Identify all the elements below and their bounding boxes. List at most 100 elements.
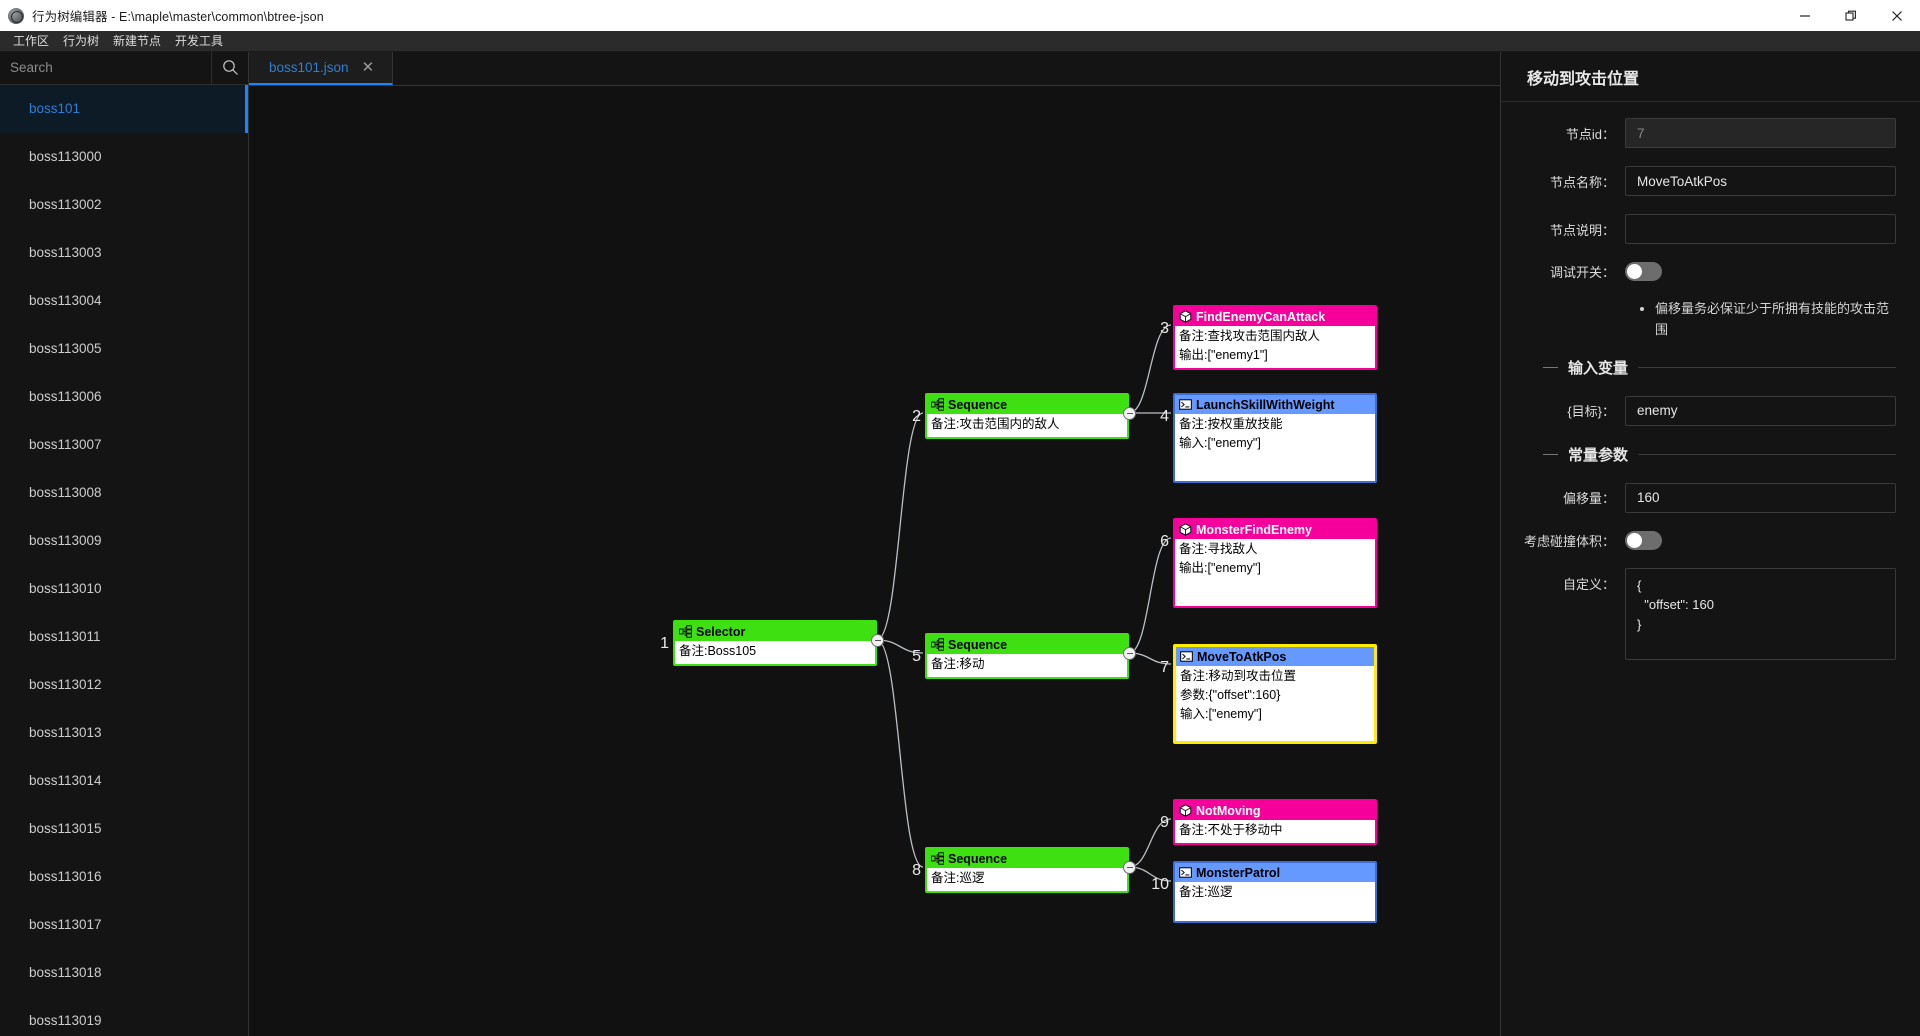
node-title: LaunchSkillWithWeight xyxy=(1196,397,1335,412)
sidebar-item-label: boss113017 xyxy=(29,917,102,933)
section-const-params: 常量参数 xyxy=(1507,444,1896,465)
minimize-icon[interactable] xyxy=(1782,0,1828,31)
tab-boss101-json[interactable]: boss101.json ✕ xyxy=(249,52,394,85)
sidebar-item-boss101[interactable]: boss101 xyxy=(0,84,248,133)
search-input[interactable] xyxy=(0,52,211,84)
node-index-label: 1 xyxy=(660,635,669,652)
node-collapse-port[interactable] xyxy=(1123,407,1136,420)
sidebar-item-label: boss113007 xyxy=(29,437,102,453)
tree-node-Sequence[interactable]: Sequence 备注:攻击范围内的敌人 xyxy=(925,393,1129,439)
offset-input[interactable] xyxy=(1625,482,1896,513)
field-offset: 偏移量： xyxy=(1507,482,1896,513)
node-title: FindEnemyCanAttack xyxy=(1196,309,1326,324)
sidebar-item-label: boss113014 xyxy=(29,773,102,789)
node-body: 备注:攻击范围内的敌人 xyxy=(927,414,1127,437)
search-icon[interactable] xyxy=(211,52,248,84)
sidebar-item-boss113012[interactable]: boss113012 xyxy=(0,661,248,709)
node-title: Sequence xyxy=(948,397,1008,412)
input-target-label: {目标}： xyxy=(1567,404,1615,420)
sidebar-item-boss113000[interactable]: boss113000 xyxy=(0,133,248,181)
custom-json-label: 自定义： xyxy=(1562,576,1615,592)
menu-item-workspace[interactable]: 工作区 xyxy=(13,34,50,48)
close-icon[interactable] xyxy=(1874,0,1920,31)
sidebar-item-boss113006[interactable]: boss113006 xyxy=(0,373,248,421)
node-header: NotMoving xyxy=(1175,801,1375,820)
node-index-label: 9 xyxy=(1160,814,1169,831)
debug-toggle[interactable] xyxy=(1625,262,1662,281)
tab-label: boss101.json xyxy=(269,60,349,75)
sidebar-item-boss113009[interactable]: boss113009 xyxy=(0,517,248,565)
sidebar-item-boss113005[interactable]: boss113005 xyxy=(0,325,248,373)
sidebar-item-boss113004[interactable]: boss113004 xyxy=(0,277,248,325)
node-index-label: 7 xyxy=(1160,659,1169,676)
sidebar-item-boss113010[interactable]: boss113010 xyxy=(0,565,248,613)
sidebar-item-boss113018[interactable]: boss113018 xyxy=(0,949,248,997)
sidebar-item-label: boss113004 xyxy=(29,293,102,309)
node-header: Selector xyxy=(675,622,875,641)
sidebar-item-boss113013[interactable]: boss113013 xyxy=(0,709,248,757)
collide-toggle[interactable] xyxy=(1625,530,1662,550)
condition-icon xyxy=(1179,804,1192,817)
collapse-dash-icon[interactable] xyxy=(1543,453,1558,455)
node-collapse-port[interactable] xyxy=(871,634,884,647)
sidebar-item-boss113011[interactable]: boss113011 xyxy=(0,613,248,661)
node-index-label: 2 xyxy=(912,408,921,425)
field-collide-toggle: 考虑碰撞体积： xyxy=(1507,530,1896,550)
offset-label: 偏移量： xyxy=(1562,491,1615,507)
menu-item-new-node[interactable]: 新建节点 xyxy=(113,34,162,48)
node-detail-line: 参数:{"offset":160} xyxy=(1180,688,1281,702)
sidebar-item-boss113017[interactable]: boss113017 xyxy=(0,901,248,949)
node-collapse-port[interactable] xyxy=(1123,647,1136,660)
composite-icon xyxy=(679,625,692,638)
node-name-input[interactable] xyxy=(1625,166,1896,196)
sidebar-item-label: boss113010 xyxy=(29,581,102,597)
tree-edge xyxy=(876,639,924,868)
tab-close-icon[interactable]: ✕ xyxy=(361,59,375,76)
sidebar-item-boss113002[interactable]: boss113002 xyxy=(0,181,248,229)
sidebar-item-boss113014[interactable]: boss113014 xyxy=(0,757,248,805)
sidebar-item-label: boss113011 xyxy=(29,629,101,645)
sidebar-item-boss113019[interactable]: boss113019 xyxy=(0,997,248,1036)
node-title: Selector xyxy=(696,624,746,639)
custom-json-textarea[interactable] xyxy=(1625,567,1896,660)
node-body: 备注:巡逻 xyxy=(1175,882,1375,905)
node-detail-line: 备注:攻击范围内的敌人 xyxy=(931,417,1060,431)
action-icon xyxy=(1179,398,1192,411)
menu-item-dev-tools[interactable]: 开发工具 xyxy=(175,34,224,48)
sidebar-item-label: boss113016 xyxy=(29,869,102,885)
field-debug-toggle: 调试开关： xyxy=(1507,262,1896,281)
sidebar-item-label: boss101 xyxy=(29,101,81,117)
node-header: MoveToAtkPos xyxy=(1176,647,1374,666)
sidebar-item-boss113003[interactable]: boss113003 xyxy=(0,229,248,277)
sidebar-item-boss113015[interactable]: boss113015 xyxy=(0,805,248,853)
section-divider xyxy=(1638,366,1896,368)
maximize-icon[interactable] xyxy=(1828,0,1874,31)
sidebar-item-boss113008[interactable]: boss113008 xyxy=(0,469,248,517)
node-index-label: 6 xyxy=(1160,533,1169,550)
node-header: Sequence xyxy=(927,635,1127,654)
sidebar-item-label: boss113000 xyxy=(29,149,102,165)
section-input-vars: 输入变量 xyxy=(1507,357,1896,378)
node-collapse-port[interactable] xyxy=(1123,861,1136,874)
menu-item-behaviortree[interactable]: 行为树 xyxy=(63,34,100,48)
input-target-input[interactable] xyxy=(1625,395,1896,426)
node-desc-label: 节点说明： xyxy=(1549,222,1615,238)
node-desc-input[interactable] xyxy=(1625,214,1896,244)
node-id-input[interactable] xyxy=(1625,118,1896,148)
collapse-dash-icon[interactable] xyxy=(1543,366,1558,368)
sidebar-item-boss113007[interactable]: boss113007 xyxy=(0,421,248,469)
node-body: 备注:查找攻击范围内敌人输出:["enemy1"] xyxy=(1175,326,1375,368)
sidebar-item-boss113016[interactable]: boss113016 xyxy=(0,853,248,901)
tree-node-FindEnemyCanAttack[interactable]: FindEnemyCanAttack 备注:查找攻击范围内敌人输出:["enemy… xyxy=(1173,305,1377,370)
